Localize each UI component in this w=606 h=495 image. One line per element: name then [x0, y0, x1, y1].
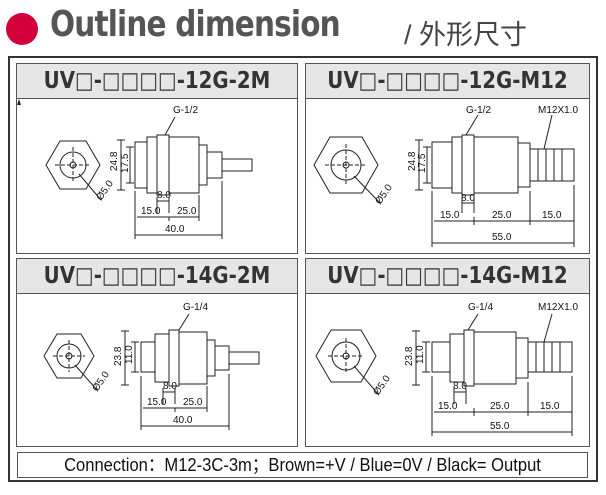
connector-label: M12X1.0 [538, 302, 578, 313]
dim-b-label: 25.0 [492, 210, 512, 221]
diameter-label: Ø5.0 [94, 178, 116, 202]
dim-a-label: 15.0 [147, 397, 167, 408]
thread-label: G-1/2 [466, 105, 491, 116]
panel-title-bar: UV□-□□□□-14G-2M [17, 259, 297, 294]
height-inner-label: 11.0 [415, 345, 426, 364]
hex-nut-outline [313, 136, 379, 194]
header: Outline dimension / 外形尺寸 [0, 0, 606, 56]
dim-8-label: 8.0 [157, 190, 171, 201]
sensor-drawing: G-1/4 M12X1.0 Ø5.0 23.8 11.0 8.0 15.0 25… [315, 302, 578, 436]
height-outer-label: 24.8 [407, 151, 418, 171]
total-length-label: 40.0 [165, 224, 185, 235]
hex-nut-outline [43, 333, 95, 379]
panel-12g-m12: UV□-□□□□-12G-M12 [305, 63, 590, 254]
drawing-area: G-1/2 Ø5.0 24.8 17.5 8.0 15.0 25.0 40.0 [17, 99, 297, 253]
sensor-drawing: G-1/4 Ø5.0 23.8 11.0 8.0 15.0 25.0 40.0 [43, 302, 260, 430]
model-code: UV□-□□□□-12G-2M [43, 68, 271, 94]
sensor-drawing: G-1/2 Ø5.0 24.8 17.5 8.0 15.0 25.0 40.0 [17, 99, 253, 239]
page-title: Outline dimension [50, 4, 341, 45]
total-length-label: 40.0 [173, 415, 193, 426]
model-code: UV□-□□□□-12G-M12 [327, 68, 568, 94]
height-outer-label: 24.8 [109, 151, 120, 171]
dim-8-label: 8.0 [163, 381, 177, 392]
height-inner-label: 17.5 [120, 153, 131, 173]
panel-12g-2m: UV□-□□□□-12G-2M [16, 63, 298, 254]
total-length-label: 55.0 [492, 232, 512, 243]
height-inner-label: 11.0 [124, 345, 135, 364]
panel-14g-m12: UV□-□□□□-14G-M12 [305, 258, 590, 447]
dim-b-label: 25.0 [490, 401, 510, 412]
page-subtitle: / 外形尺寸 [404, 20, 528, 50]
height-outer-label: 23.8 [404, 346, 415, 366]
panel-14g-2m: UV□-□□□□-14G-2M [16, 258, 298, 447]
panel-title-bar: UV□-□□□□-12G-M12 [306, 64, 589, 99]
drawing-area: G-1/4 M12X1.0 Ø5.0 23.8 11.0 8.0 15.0 25… [306, 294, 589, 446]
model-code: UV□-□□□□-14G-2M [43, 263, 271, 289]
connector-label: M12X1.0 [538, 105, 578, 116]
thread-label: G-1/4 [468, 302, 493, 313]
dim-b-label: 25.0 [183, 397, 203, 408]
panel-title-bar: UV□-□□□□-14G-M12 [306, 259, 589, 294]
diameter-label: Ø5.0 [371, 373, 393, 397]
sensor-drawing: G-1/2 M12X1.0 Ø5.0 24.8 17.5 8.0 15.0 25… [313, 105, 578, 247]
panel-title-bar: UV□-□□□□-12G-2M [17, 64, 297, 99]
dim-c-label: 15.0 [540, 401, 560, 412]
dim-8-label: 8.0 [461, 193, 475, 204]
dim-c-label: 15.0 [542, 210, 562, 221]
total-length-label: 55.0 [490, 421, 510, 432]
drawing-area: G-1/4 Ø5.0 23.8 11.0 8.0 15.0 25.0 40.0 [17, 294, 297, 446]
bullet-dot [6, 13, 38, 45]
hex-nut-outline [45, 140, 101, 190]
dim-a-label: 15.0 [438, 401, 458, 412]
drawing-area: G-1/2 M12X1.0 Ø5.0 24.8 17.5 8.0 15.0 25… [306, 99, 589, 253]
connection-text: Connection：M12-3C-3m；Brown=+V / Blue=0V … [64, 455, 541, 475]
dim-8-label: 8.0 [453, 381, 467, 392]
diameter-label: Ø5.0 [90, 369, 112, 393]
height-outer-label: 23.8 [113, 346, 124, 366]
dim-a-label: 15.0 [141, 206, 161, 217]
hex-nut-outline [315, 329, 377, 383]
thread-label: G-1/4 [183, 302, 208, 313]
height-inner-label: 17.5 [417, 153, 428, 173]
dim-b-label: 25.0 [177, 206, 197, 217]
diameter-label: Ø5.0 [373, 182, 395, 206]
connection-note: Connection：M12-3C-3m；Brown=+V / Blue=0V … [17, 452, 588, 478]
thread-label: G-1/2 [173, 105, 198, 116]
model-code: UV□-□□□□-14G-M12 [327, 263, 568, 289]
dim-a-label: 15.0 [440, 210, 460, 221]
